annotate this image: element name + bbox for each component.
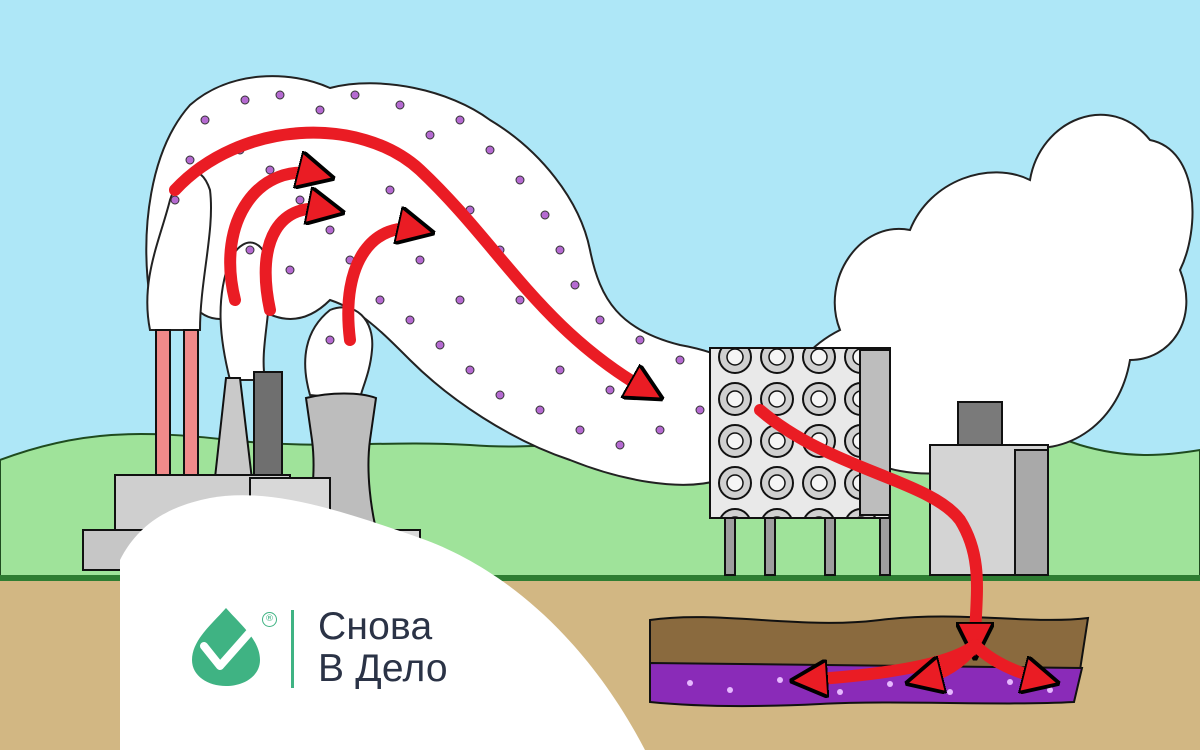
flow-arrow-1 [169,126,650,392]
co2-flow-arrows [169,126,1045,680]
capture-side-panel [859,349,891,516]
stack-smoke-right [304,306,374,402]
chimney-dark [253,371,283,483]
flow-arrow-2 [224,173,320,306]
facility-wall [1014,449,1049,576]
chimney-red-1 [155,329,171,476]
flow-arrow-5 [754,404,977,645]
underground-storage [649,615,1090,708]
flow-arrow-3 [259,208,330,316]
rock-layer [649,615,1090,672]
chimney-red-2 [183,329,199,476]
flow-arrow-8 [969,639,1045,680]
co2-storage-layer [649,661,1084,708]
flow-arrow-4 [342,228,420,346]
logo-card [120,495,645,750]
facility-tower [957,401,1003,451]
flow-arrow-7 [920,639,981,680]
